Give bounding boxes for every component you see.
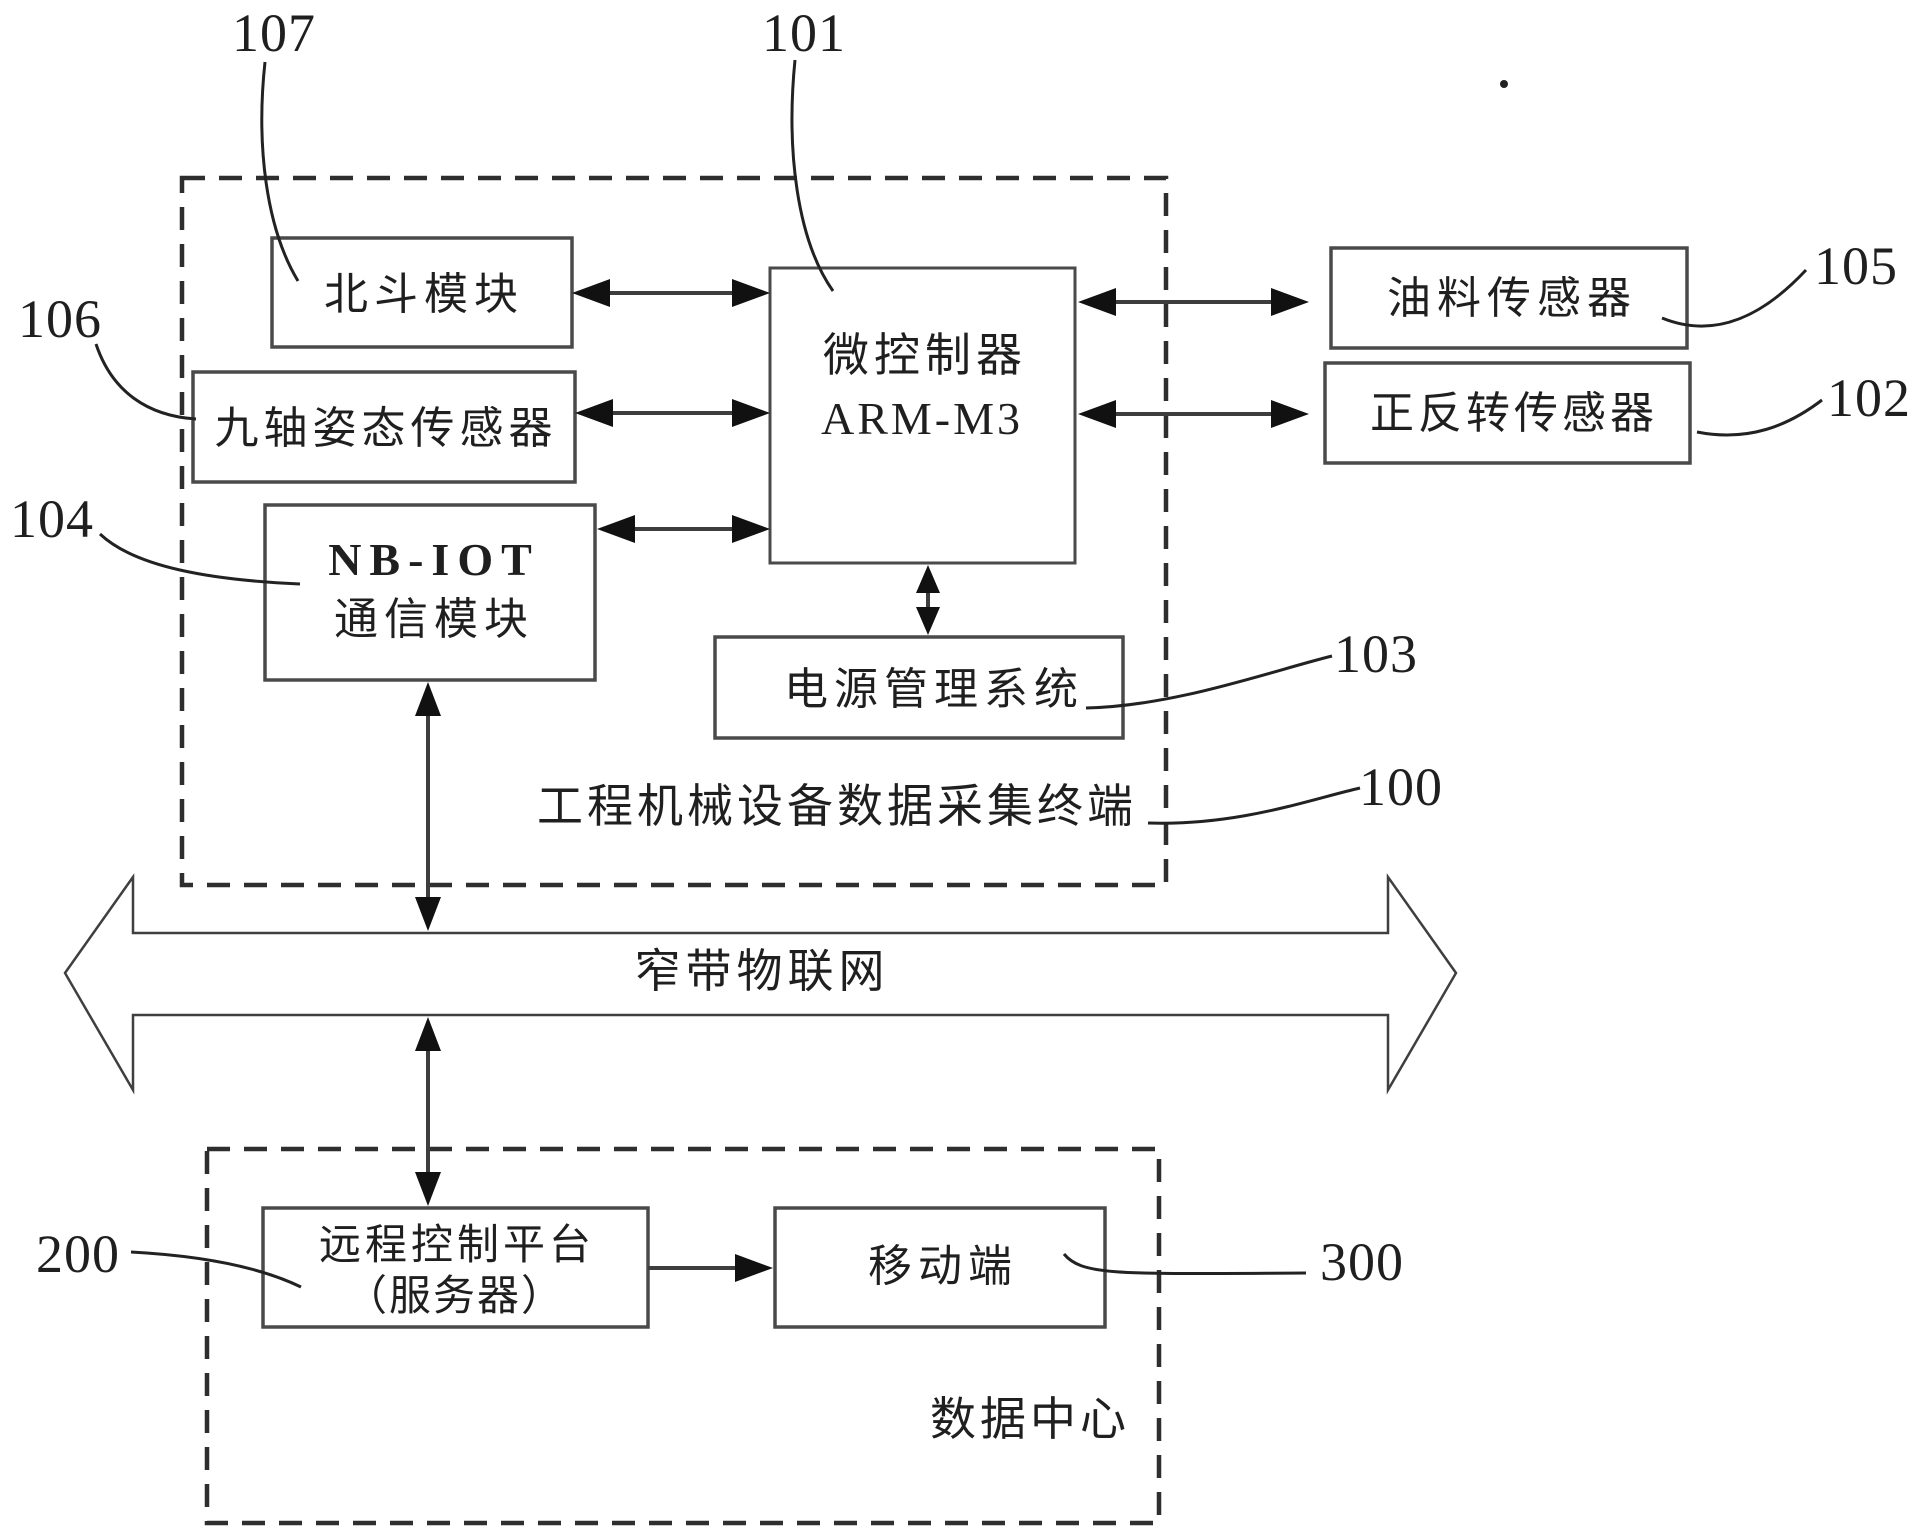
mcu-label-line1: 微控制器 [823, 330, 1027, 381]
ref-curve-105 [1661, 268, 1808, 328]
ref-curve-102 [1696, 398, 1823, 437]
arrow-nbiot-bus [415, 682, 441, 931]
ref-curve-300 [1062, 1253, 1307, 1276]
arrow-nine-axis-mcu [575, 399, 770, 427]
ref-label-100: 100 [1359, 757, 1443, 817]
ref-curve-100 [1147, 786, 1361, 825]
arrow-nbiot-mcu [597, 515, 770, 543]
power-label: 电源管理系统 [784, 665, 1084, 714]
oil-sensor-box [1329, 246, 1689, 350]
oil-sensor-label: 油料传感器 [1387, 274, 1637, 323]
nbiot-label-line2: 通信模块 [334, 595, 534, 644]
nbiot-label-line1: NB-IOT [328, 534, 540, 585]
mcu-box [768, 266, 1077, 565]
remote-platform-label-line2: （服务器） [344, 1274, 566, 1320]
ref-label-103: 103 [1334, 624, 1418, 684]
network-bus-arrow [63, 873, 1458, 1095]
ref-curve-101 [790, 59, 835, 292]
network-bus-label: 窄带物联网 [634, 946, 890, 997]
mcu-label-line2: ARM-M3 [820, 393, 1024, 444]
arrow-mcu-oil [1078, 288, 1309, 316]
datacenter-group-label: 数据中心 [930, 1394, 1130, 1445]
datacenter-group-border [204, 1146, 1162, 1526]
nine-axis-label: 九轴姿态传感器 [214, 404, 558, 453]
arrow-remote-mobile [648, 1254, 773, 1282]
ref-curve-104 [98, 532, 301, 586]
nbiot-box [263, 503, 597, 682]
beidou-label: 北斗模块 [324, 270, 524, 319]
ref-label-200: 200 [36, 1224, 120, 1284]
ref-curve-200 [130, 1250, 302, 1289]
ref-label-104: 104 [10, 489, 94, 549]
ref-label-102: 102 [1827, 368, 1911, 428]
ref-curve-103 [1085, 654, 1333, 710]
rotation-sensor-box [1323, 361, 1692, 465]
ref-label-105: 105 [1814, 236, 1898, 296]
ref-label-101: 101 [762, 3, 846, 63]
arrow-bus-remote [415, 1017, 441, 1206]
ref-curve-107 [260, 61, 300, 282]
beidou-box [270, 236, 574, 349]
arrow-mcu-rotation [1078, 400, 1309, 428]
mobile-box [773, 1206, 1107, 1329]
remote-platform-label-line1: 远程控制平台 [318, 1223, 596, 1269]
power-box [713, 635, 1125, 740]
ref-curve-106 [94, 343, 197, 421]
terminal-group-border [179, 175, 1169, 888]
arrow-mcu-power [916, 565, 940, 635]
mobile-label: 移动端 [868, 1242, 1018, 1291]
stray-dot [1500, 80, 1508, 88]
ref-label-107: 107 [232, 3, 316, 63]
arrow-beidou-mcu [572, 279, 770, 307]
nine-axis-box [191, 370, 577, 484]
terminal-group-label: 工程机械设备数据采集终端 [537, 781, 1137, 832]
ref-label-300: 300 [1320, 1232, 1404, 1292]
remote-platform-box [261, 1206, 650, 1329]
ref-label-106: 106 [18, 289, 102, 349]
rotation-sensor-label: 正反转传感器 [1370, 389, 1658, 438]
